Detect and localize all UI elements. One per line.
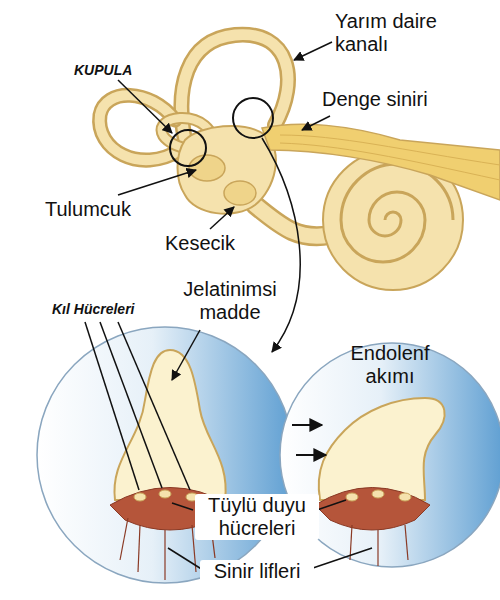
structure-label: Kesecik [165, 232, 235, 255]
structure-label: Tulumcuk [45, 198, 131, 221]
cupula [114, 350, 225, 500]
flow-label: Endolenf akımı [340, 342, 440, 388]
ampulla-section [37, 327, 293, 583]
structure-label: Sinir lifleri [200, 560, 314, 583]
cupula [319, 398, 445, 500]
structure-label: Yarım daire kanalı [335, 10, 465, 56]
structure-label: KUPULA [74, 62, 132, 78]
vestibular-nerve [262, 124, 500, 200]
structure-label: Jelatinimsi madde [172, 278, 288, 324]
structure-label: Kıl Hücreleri [52, 301, 134, 317]
vestibule [178, 126, 276, 214]
structure-label: Denge siniri [322, 88, 428, 111]
structure-label: Tüylü duyu hücreleri [195, 494, 319, 540]
